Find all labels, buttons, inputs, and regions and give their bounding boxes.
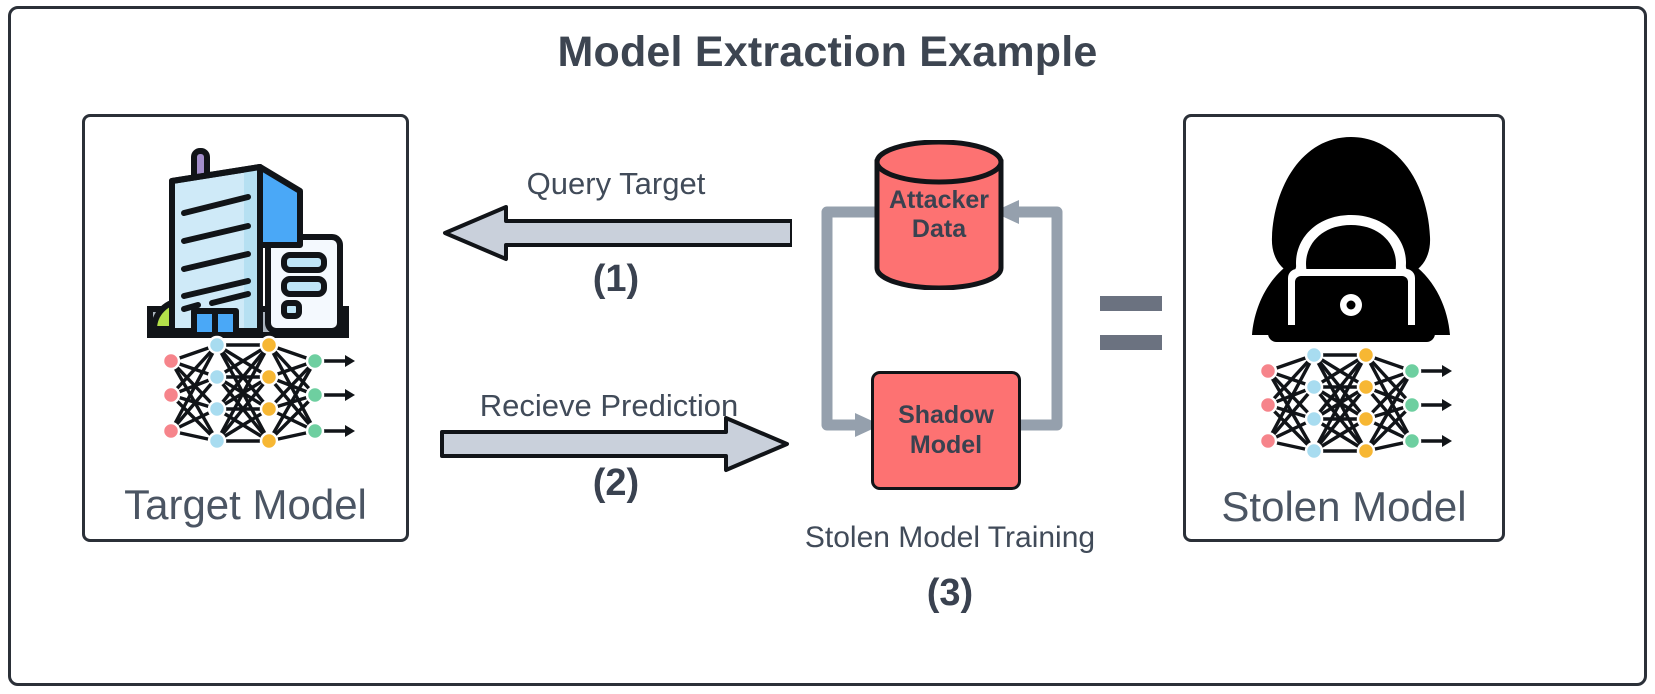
- shadow-model-box: Shadow Model: [871, 371, 1021, 490]
- hooded-hacker-laptop-icon: [1244, 129, 1459, 349]
- equals-bar-top: [1100, 296, 1162, 311]
- step-number-3: (3): [926, 572, 974, 614]
- target-model-panel: Target Model: [82, 114, 409, 542]
- stolen-model-label: Stolen Model: [1221, 483, 1467, 530]
- query-target-arrow: [440, 204, 794, 262]
- diagram-frame: [8, 6, 1647, 686]
- neural-network-icon: [143, 335, 355, 455]
- page-title: Model Extraction Example: [557, 28, 1098, 76]
- training-loop-arrows: [821, 200, 1063, 437]
- equals-icon: [1100, 296, 1162, 350]
- target-model-label: Target Model: [124, 481, 367, 528]
- receive-prediction-arrow: [440, 415, 792, 473]
- receive-prediction-label: Recieve Prediction: [479, 388, 739, 423]
- attacker-data-cylinder: Attacker Data: [874, 140, 1004, 290]
- step-number-2: (2): [592, 462, 640, 504]
- training-caption: Stolen Model Training: [804, 521, 1096, 554]
- neural-network-icon: [1240, 345, 1452, 465]
- shadow-model-line-2: Model: [909, 430, 983, 459]
- query-target-label: Query Target: [526, 166, 706, 201]
- office-building-icon: [132, 133, 362, 343]
- step-number-1: (1): [592, 258, 640, 300]
- equals-bar-bottom: [1100, 335, 1162, 350]
- stolen-model-panel: Stolen Model: [1183, 114, 1505, 542]
- shadow-model-line-1: Shadow: [898, 401, 994, 429]
